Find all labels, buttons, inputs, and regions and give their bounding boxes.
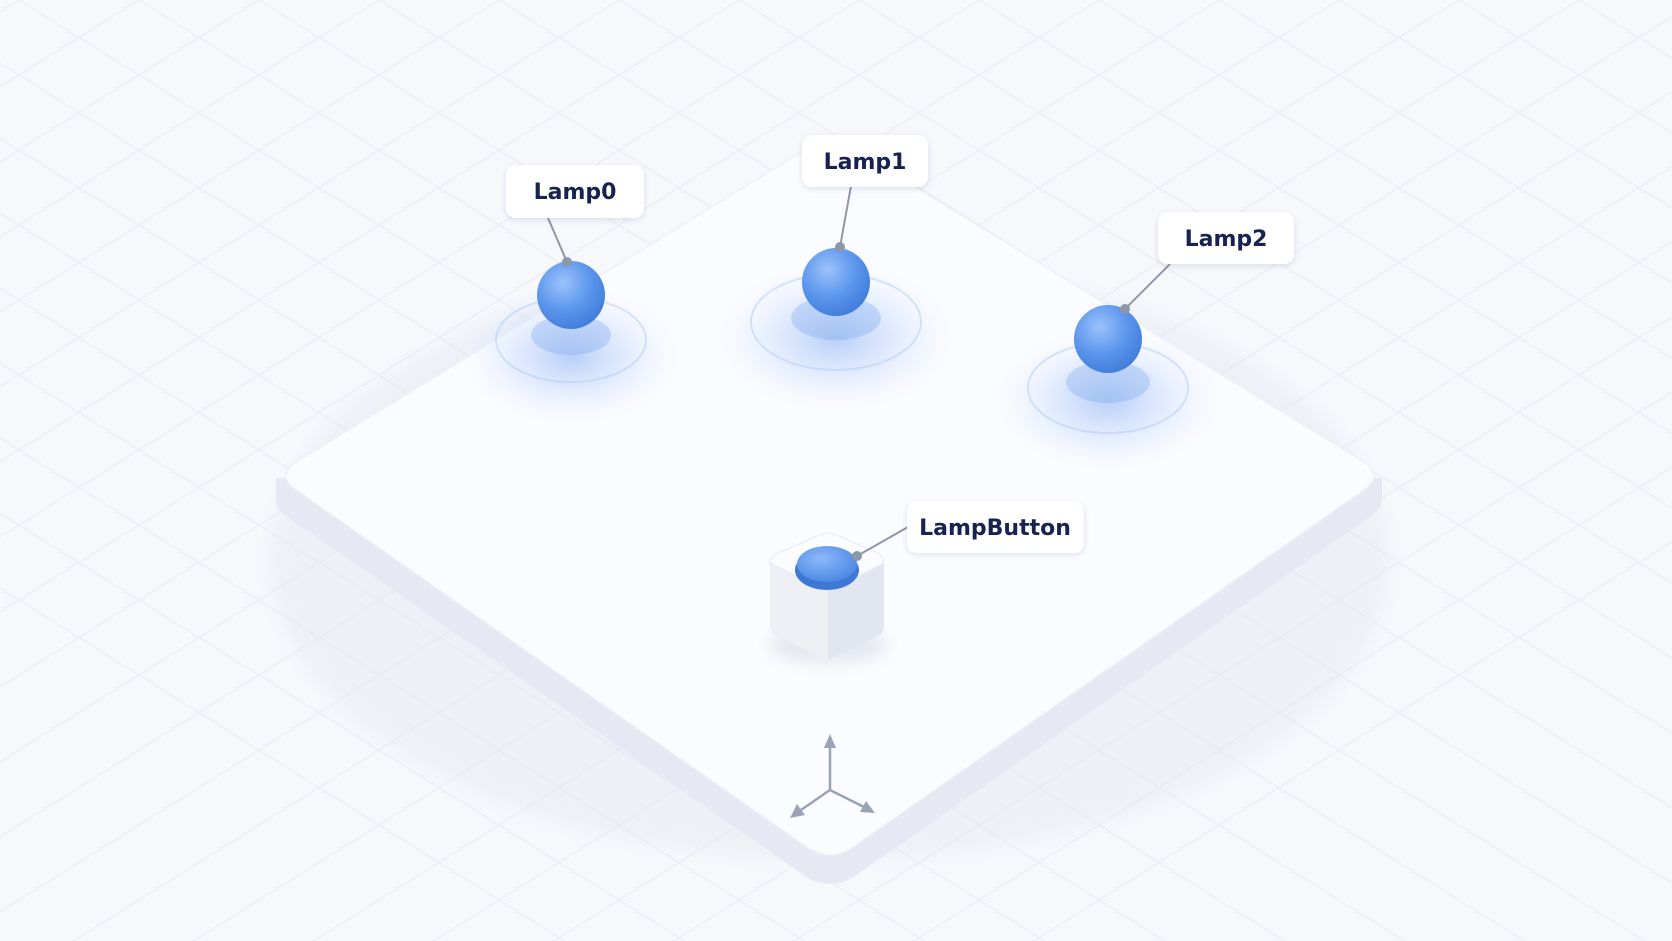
lamp-button-connector <box>856 526 909 557</box>
lamp-button-cap[interactable] <box>797 546 857 582</box>
grid-line <box>1338 0 1672 209</box>
lamp0-sphere[interactable] <box>537 261 605 329</box>
lamp1-sphere[interactable] <box>802 248 870 316</box>
lamp1[interactable]: Lamp1 <box>714 135 958 413</box>
grid-line <box>0 0 140 88</box>
grid-line <box>738 0 1672 584</box>
grid-line <box>0 0 20 13</box>
lamp1-glow <box>714 263 958 413</box>
lamp2-sphere[interactable] <box>1074 305 1142 373</box>
grid-line <box>0 587 565 941</box>
grid-line <box>0 0 740 463</box>
lamp2[interactable]: Lamp2 <box>992 212 1294 472</box>
grid-line <box>1218 0 1672 284</box>
grid-line <box>1098 0 1672 359</box>
lamp0[interactable]: Lamp0 <box>459 165 683 426</box>
lamp-button-label-text: LampButton <box>919 516 1071 541</box>
lamp1-label-text: Lamp1 <box>824 150 907 175</box>
lamp1-connector <box>839 185 852 248</box>
lamp-button-label[interactable]: LampButton <box>907 501 1084 553</box>
lamp-button[interactable]: LampButton <box>768 501 1084 663</box>
xyz-axes-icon <box>790 734 875 818</box>
lamp2-label-text: Lamp2 <box>1185 227 1268 252</box>
lamp2-glow <box>992 328 1224 472</box>
grid-line <box>858 0 1672 509</box>
grid-line <box>978 0 1672 434</box>
lamp1-label[interactable]: Lamp1 <box>802 135 928 187</box>
grid-line <box>1033 541 1672 941</box>
lamp2-connector <box>1124 263 1171 310</box>
grid-line <box>0 512 685 941</box>
grid-line <box>0 0 860 538</box>
grid-line <box>0 0 620 388</box>
grid-line <box>0 0 980 613</box>
grid-line <box>0 0 380 238</box>
lamp2-label[interactable]: Lamp2 <box>1158 212 1294 264</box>
lamp0-label-text: Lamp0 <box>534 180 617 205</box>
grid-line <box>0 0 500 313</box>
lamp0-label[interactable]: Lamp0 <box>506 165 644 218</box>
grid-line <box>0 0 260 163</box>
lamp0-connector <box>547 217 568 263</box>
lamp0-glow <box>459 286 683 426</box>
